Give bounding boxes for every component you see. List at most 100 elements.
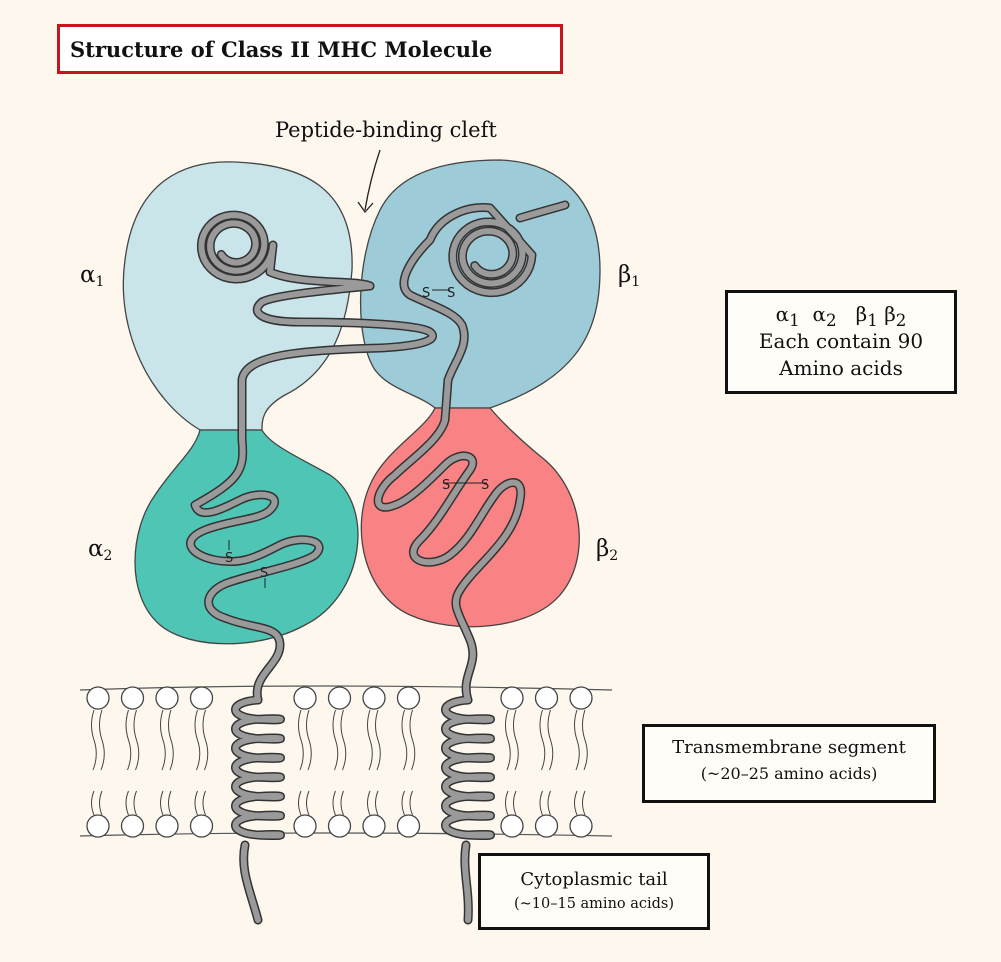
lipid-head: [362, 814, 386, 838]
lipid-tail: [401, 709, 408, 771]
lipid-tail: [194, 709, 201, 771]
lipid-head: [86, 686, 110, 710]
beta2-domain: [360, 407, 580, 628]
lipid-head: [396, 686, 421, 710]
tail-line1: Cytoplasmic tail: [520, 869, 668, 890]
lipid-tail: [298, 709, 304, 771]
lipid-tail: [547, 709, 554, 771]
lipid-tail: [367, 790, 371, 816]
beta-chain-tail: [461, 842, 472, 923]
lipid-head: [327, 686, 352, 710]
lipid-head: [120, 686, 145, 710]
title-box: Structure of Class II MHC Molecule: [57, 24, 563, 74]
lipid-tail: [547, 790, 551, 816]
alpha1-label: α1: [80, 262, 105, 291]
cytoplasmic-tail-box: Cytoplasmic tail (~10–15 amino acids): [478, 853, 710, 930]
lipid-tail: [168, 790, 172, 816]
lipid-tail: [332, 790, 336, 816]
lipid-tail: [298, 790, 302, 816]
lipid-tail: [125, 709, 132, 771]
lipid-tail: [160, 790, 164, 816]
polypeptide-chains: [186, 200, 570, 925]
beta-chain-tm: [442, 697, 494, 839]
lipid-tail: [340, 790, 344, 816]
beta1-strand: [401, 237, 468, 383]
lipid-tail: [582, 709, 588, 771]
alpha1-strand: [239, 283, 436, 383]
alpha-chain-tm: [232, 697, 284, 839]
cleft-label: Peptide-binding cleft: [275, 118, 497, 142]
lipid-head: [189, 686, 214, 710]
lipid-tail: [340, 709, 347, 771]
disulfide-alpha2-b: S: [260, 566, 268, 581]
lipid-tail: [375, 790, 379, 816]
disulfide-beta1-b: S: [447, 286, 455, 301]
lipid-head: [362, 686, 386, 710]
disulfide-alpha2-a: S: [225, 551, 233, 566]
lipid-head: [396, 814, 421, 838]
lipid-head: [327, 814, 352, 838]
lipid-head: [155, 686, 179, 710]
lipid-tail: [160, 709, 166, 771]
lipid-tail: [375, 709, 381, 771]
lipid-head: [500, 686, 524, 710]
lipid-head: [86, 814, 110, 838]
lipid-tail: [202, 709, 209, 771]
lipid-tail: [125, 790, 129, 816]
lipid-head: [534, 686, 559, 710]
alpha-chain-domains: [122, 161, 359, 645]
lipid-head: [569, 686, 593, 710]
domain-list: α1 α2 β1 β2: [775, 302, 907, 330]
disulfide-beta1-a: S: [422, 286, 430, 301]
alpha1-coil: [198, 212, 373, 289]
lipid-tail: [539, 790, 543, 816]
beta-chain-linker: [452, 587, 476, 703]
lipid-head: [189, 814, 214, 838]
lipid-head: [500, 814, 524, 838]
transmembrane-line1: Transmembrane segment: [672, 737, 906, 758]
lipid-tail: [99, 709, 105, 771]
lipid-tail: [367, 709, 373, 771]
lipid-tail: [505, 790, 509, 816]
alpha-chain-linker: [222, 615, 283, 703]
lipid-tail: [539, 709, 546, 771]
alpha1-domain: [122, 161, 353, 431]
lipid-head: [293, 814, 317, 838]
lipid-bilayer: [79, 685, 613, 838]
alpha2-fold: [187, 377, 322, 621]
lipid-tail: [582, 790, 586, 816]
lipid-tail: [306, 790, 310, 816]
domain-size-box: α1 α2 β1 β2 Each contain 90 Amino acids: [725, 290, 957, 394]
tail-line2: (~10–15 amino acids): [513, 896, 675, 912]
beta1-label: β1: [618, 262, 641, 291]
alpha2-domain: [134, 429, 359, 645]
lipid-head: [569, 814, 593, 838]
lipid-head: [120, 814, 145, 838]
lipid-tail: [99, 790, 103, 816]
lipid-tail: [194, 790, 198, 816]
lipid-tail: [91, 709, 97, 771]
disulfide-beta2-a: S: [442, 478, 450, 493]
domain-size-line2: Each contain 90: [758, 329, 924, 353]
lipid-tail: [409, 790, 413, 816]
lipid-tail: [133, 790, 137, 816]
lipid-tail: [202, 790, 206, 816]
lipid-tail: [513, 709, 519, 771]
lipid-tail: [401, 790, 405, 816]
lipid-tail: [513, 790, 517, 816]
transmembrane-box: Transmembrane segment (~20–25 amino acid…: [642, 724, 936, 803]
lipid-tail: [409, 709, 416, 771]
lipid-tail: [332, 709, 339, 771]
lipid-head: [534, 814, 559, 838]
transmembrane-line2: (~20–25 amino acids): [700, 764, 878, 783]
beta2-label: β2: [596, 536, 619, 565]
lipid-tail: [133, 709, 140, 771]
domain-size-line3: Amino acids: [779, 356, 903, 380]
lipid-tail: [168, 709, 174, 771]
alpha2-label: α2: [88, 536, 113, 565]
lipid-tail: [574, 790, 578, 816]
lipid-head: [155, 814, 179, 838]
lipid-head: [293, 686, 317, 710]
cleft-arrow: [357, 149, 381, 214]
